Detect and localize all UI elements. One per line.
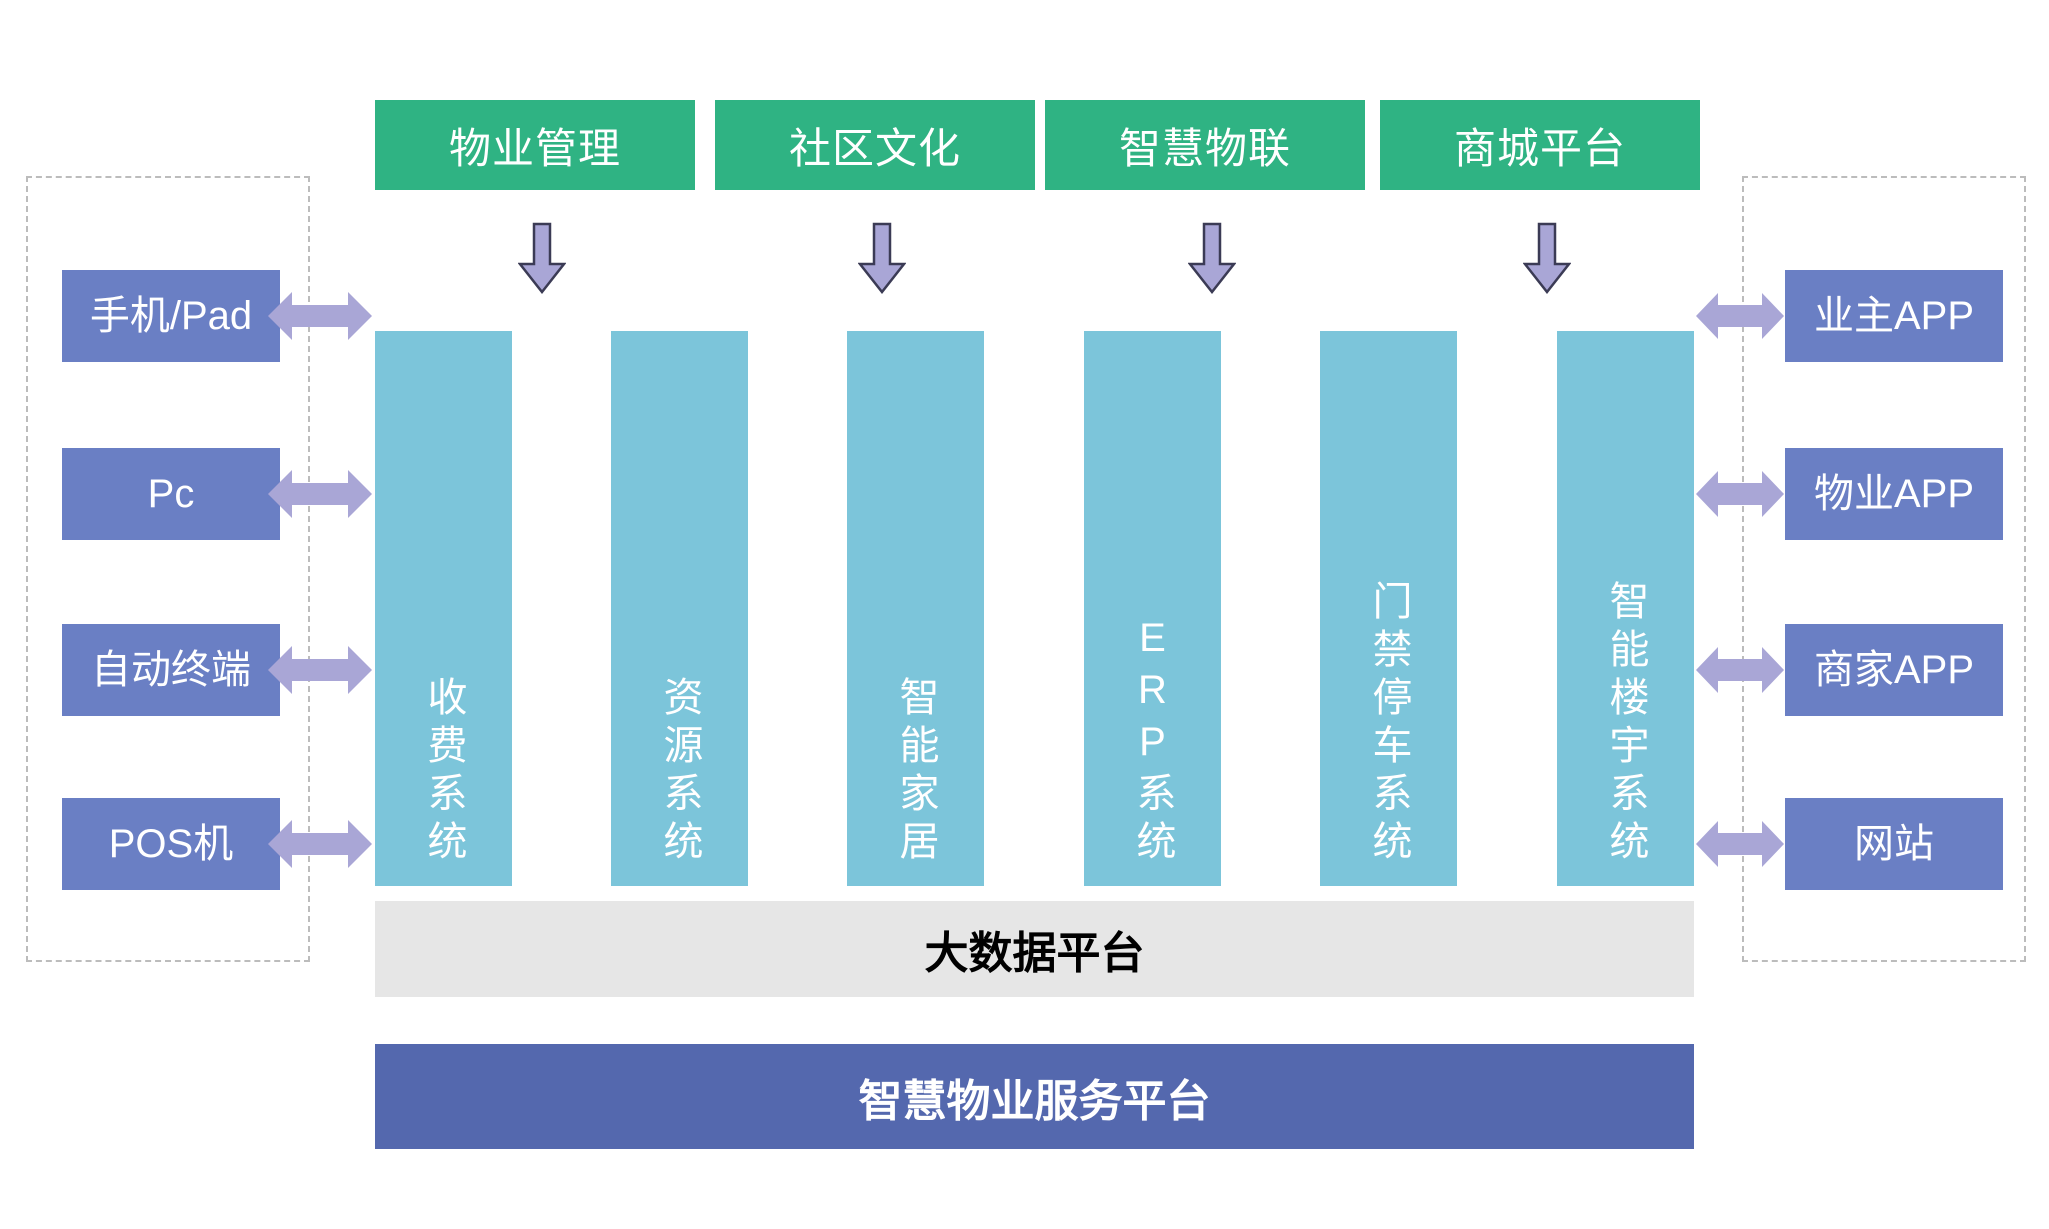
system-column-label: 门禁停车系统 — [1366, 580, 1411, 868]
left-client-label: POS机 — [108, 822, 234, 866]
right-client-box-3[interactable]: 网站 — [1785, 798, 2003, 890]
system-column-0[interactable]: 收费系统 — [375, 331, 512, 886]
arrow-left-right-icon — [266, 815, 374, 873]
system-column-3[interactable]: ERP系统 — [1084, 331, 1221, 886]
left-client-box-3[interactable]: POS机 — [62, 798, 280, 890]
left-client-group — [26, 176, 310, 962]
arrow-down-icon — [518, 222, 566, 294]
service-platform-bar[interactable]: 智慧物业服务平台 — [375, 1044, 1694, 1149]
top-module-label: 智慧物联 — [1118, 124, 1291, 172]
top-module-label: 物业管理 — [448, 124, 621, 172]
arrow-down-icon — [1523, 222, 1571, 294]
system-column-label: 智能楼宇系统 — [1603, 580, 1648, 868]
arrow-left-right-icon — [1694, 465, 1786, 523]
right-client-box-1[interactable]: 物业APP — [1785, 448, 2003, 540]
left-client-box-1[interactable]: Pc — [62, 448, 280, 540]
arrow-left-right-icon — [266, 465, 374, 523]
left-client-label: 自动终端 — [91, 648, 251, 692]
service-platform-label: 智慧物业服务平台 — [858, 1076, 1211, 1126]
top-module-box-2[interactable]: 智慧物联 — [1045, 100, 1365, 190]
system-column-label: ERP系统 — [1130, 616, 1175, 868]
left-client-label: Pc — [147, 472, 195, 516]
top-module-box-1[interactable]: 社区文化 — [715, 100, 1035, 190]
top-module-label: 社区文化 — [788, 124, 961, 172]
system-column-label: 收费系统 — [421, 676, 466, 868]
top-module-box-3[interactable]: 商城平台 — [1380, 100, 1700, 190]
left-client-box-2[interactable]: 自动终端 — [62, 624, 280, 716]
arrow-down-icon — [1188, 222, 1236, 294]
system-column-1[interactable]: 资源系统 — [611, 331, 748, 886]
system-column-label: 智能家居 — [893, 676, 938, 868]
right-client-box-2[interactable]: 商家APP — [1785, 624, 2003, 716]
arrow-left-right-icon — [1694, 287, 1786, 345]
system-column-label: 资源系统 — [657, 676, 702, 868]
right-client-label: 网站 — [1854, 822, 1934, 866]
right-client-box-0[interactable]: 业主APP — [1785, 270, 2003, 362]
data-platform-label: 大数据平台 — [924, 929, 1145, 978]
right-client-label: 业主APP — [1813, 294, 1975, 338]
arrow-down-icon — [858, 222, 906, 294]
top-module-label: 商城平台 — [1453, 124, 1626, 172]
system-column-4[interactable]: 门禁停车系统 — [1320, 331, 1457, 886]
arrow-left-right-icon — [266, 641, 374, 699]
left-client-label: 手机/Pad — [89, 294, 253, 338]
right-client-label: 物业APP — [1813, 472, 1975, 516]
right-client-group — [1742, 176, 2026, 962]
system-column-2[interactable]: 智能家居 — [847, 331, 984, 886]
top-module-box-0[interactable]: 物业管理 — [375, 100, 695, 190]
system-column-5[interactable]: 智能楼宇系统 — [1557, 331, 1694, 886]
right-client-label: 商家APP — [1813, 648, 1975, 692]
arrow-left-right-icon — [266, 287, 374, 345]
data-platform-bar[interactable]: 大数据平台 — [375, 901, 1694, 997]
arrow-left-right-icon — [1694, 641, 1786, 699]
arrow-left-right-icon — [1694, 815, 1786, 873]
left-client-box-0[interactable]: 手机/Pad — [62, 270, 280, 362]
